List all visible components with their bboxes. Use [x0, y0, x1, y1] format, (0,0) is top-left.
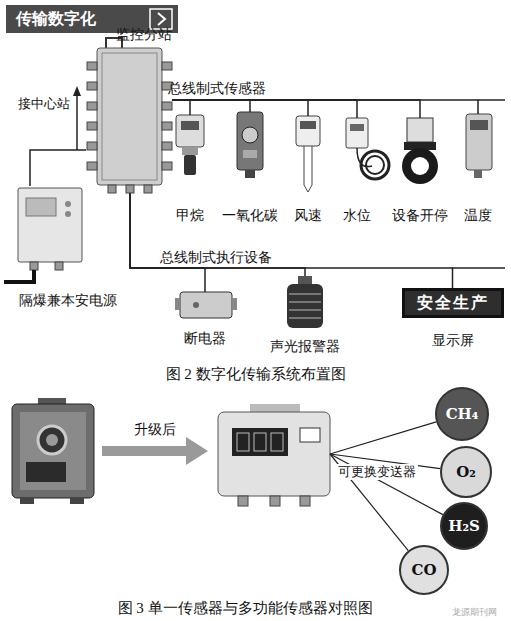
connector [130, 193, 453, 288]
wind-sensor-drawing [296, 116, 320, 192]
chevron [158, 13, 165, 25]
watermark: 龙源期刊网 [452, 604, 497, 620]
figure-caption: 图 2 数字化传输系统布置图 [0, 366, 511, 382]
power-supply: 隔爆兼本安电源 [5, 186, 130, 308]
node-label: 监控分站 [116, 26, 172, 42]
bus-label: 总线制式执行设备 [160, 249, 272, 265]
node-label: 隔爆兼本安电源 [19, 292, 117, 308]
sound-light-alarm: 声光报警器 [268, 276, 342, 354]
node-label: 水位 [343, 207, 371, 223]
node-label: 设备开停 [392, 207, 448, 223]
connector [172, 100, 250, 112]
connector [330, 422, 436, 454]
multi-function-sensor [212, 402, 334, 508]
transmitter-module: CO [399, 545, 449, 595]
connector [30, 150, 86, 186]
section-title: 传输数字化 [16, 8, 96, 30]
led-text: 安全生产 [402, 288, 504, 318]
node-label: 温度 [464, 207, 492, 223]
bus-line [478, 99, 505, 101]
methane-sensor-drawing [176, 115, 204, 175]
node-label: 风速 [294, 207, 322, 223]
uplink-line [76, 94, 78, 150]
co-sensor-drawing [237, 112, 263, 178]
temperature-sensor-drawing [466, 114, 492, 178]
multi-sensor-drawing [218, 404, 330, 506]
water-level-sensor: 水位 [325, 118, 389, 223]
arrowhead [186, 437, 208, 465]
connector [172, 100, 420, 118]
methane-sensor: 甲烷 [158, 115, 222, 223]
alarm-drawing [287, 276, 323, 328]
co-sensor: 一氧化碳 [218, 112, 282, 223]
edge-label: 升级后 [105, 421, 205, 437]
connector [172, 100, 357, 118]
node-label: CH₄ [446, 406, 479, 422]
uplink-arrowhead [73, 86, 81, 96]
display-screen: 安全生产显示屏 [400, 288, 505, 348]
single-sensor-drawing [12, 398, 94, 504]
power-supply-drawing [4, 188, 82, 282]
connector [172, 100, 478, 114]
water-sensor-drawing [346, 118, 389, 179]
callout-label: 可更换变送器 [336, 464, 418, 480]
bus-label: 总线制式传感器 [168, 80, 266, 96]
substation-drawing [87, 38, 172, 193]
node-label: 声光报警器 [270, 338, 340, 354]
figure-caption: 图 3 单一传感器与多功能传感器对照图 [0, 600, 490, 616]
node-label: CO [411, 562, 436, 578]
connector [172, 100, 308, 116]
connector [130, 193, 305, 276]
monitor-substation: 监控分站 [86, 26, 172, 193]
power-breaker: 断电器 [173, 292, 237, 346]
switch-sensor-drawing [402, 118, 438, 184]
connector [330, 454, 443, 515]
connector [130, 193, 205, 292]
transmitter-module: H₂S [440, 502, 488, 550]
bus-line [452, 267, 505, 269]
node-label: H₂S [448, 518, 480, 534]
connector [102, 446, 187, 456]
temperature-sensor: 温度 [446, 114, 510, 223]
node-label: 显示屏 [432, 332, 474, 348]
connector [172, 100, 190, 115]
uplink-label: 接中心站 [18, 96, 70, 112]
switch-sensor: 设备开停 [388, 118, 452, 223]
transmitter-module: O₂ [440, 446, 492, 498]
transmitter-module: CH₄ [435, 387, 489, 441]
single-sensor [8, 398, 98, 504]
node-label: 一氧化碳 [222, 207, 278, 223]
node-label: O₂ [456, 464, 476, 480]
node-label: 断电器 [184, 330, 226, 346]
wind-speed-sensor: 风速 [276, 116, 340, 223]
node-label: 甲烷 [176, 207, 204, 223]
breaker-drawing [175, 292, 237, 318]
